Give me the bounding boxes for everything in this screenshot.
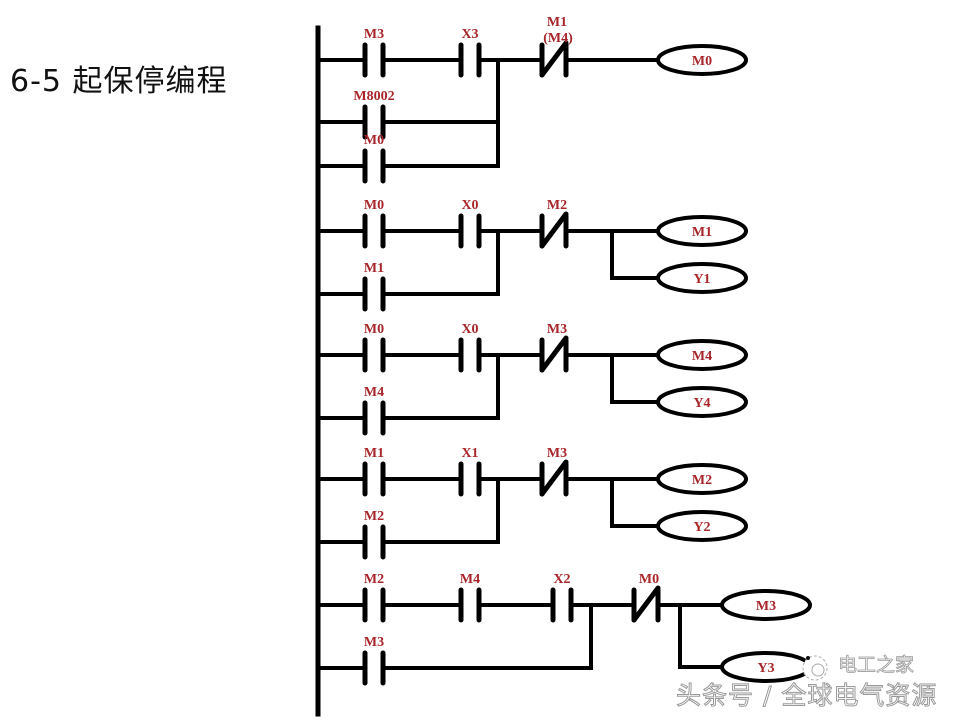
coil-label: Y2 — [693, 520, 710, 535]
no-contact-m1: M1 — [362, 446, 386, 497]
nc-contact-m2: M2 — [539, 198, 569, 249]
coil-m3: M3 — [720, 589, 812, 621]
coil-ellipse — [656, 262, 748, 294]
coil-m1: M1 — [656, 215, 748, 247]
contact-label: X0 — [461, 198, 478, 213]
coil-y4: Y4 — [656, 386, 748, 418]
watermark-logo-icon — [802, 655, 828, 681]
coil-y3: Y3 — [720, 651, 812, 683]
no-contact-m2: M2 — [362, 509, 386, 560]
contact-label: M3 — [364, 635, 384, 650]
contact-label: M0 — [364, 198, 384, 213]
contact-label: X1 — [461, 446, 478, 461]
coil-ellipse — [656, 510, 748, 542]
contact-label: M3 — [364, 27, 384, 42]
nc-contact-m3: M3 — [539, 322, 569, 373]
contact-label: M1 — [547, 15, 567, 30]
nc-contact-m3: M3 — [539, 446, 569, 497]
coil-m4: M4 — [656, 339, 748, 371]
contact-label: X2 — [553, 572, 570, 587]
nc-diagonal — [539, 335, 569, 373]
nc-diagonal — [539, 459, 569, 497]
contact-label: M4 — [364, 385, 384, 400]
contact-label: X0 — [461, 322, 478, 337]
no-contact-m3: M3 — [362, 635, 386, 686]
nc-diagonal — [631, 585, 661, 623]
nc-contact-m1: M1(M4) — [539, 15, 573, 78]
coil-ellipse — [656, 215, 748, 247]
contact-label: M3 — [547, 322, 567, 337]
no-contact-x2: X2 — [550, 572, 574, 623]
nc-contact-m0: M0 — [631, 572, 661, 623]
contact-label: M0 — [639, 572, 659, 587]
contact-label: M8002 — [353, 89, 394, 104]
no-contact-m4: M4 — [458, 572, 482, 623]
contact-label: M1 — [364, 446, 384, 461]
no-contact-x0: X0 — [458, 322, 482, 373]
no-contact-m1: M1 — [362, 261, 386, 312]
coil-ellipse — [656, 339, 748, 371]
contact-label: M3 — [547, 446, 567, 461]
coil-label: M0 — [692, 54, 712, 69]
contact-label: M2 — [364, 509, 384, 524]
contact-label: M1 — [364, 261, 384, 276]
coil-label: Y1 — [693, 272, 710, 287]
coil-label: M3 — [756, 599, 776, 614]
coil-m0: M0 — [656, 44, 748, 76]
no-contact-m8002: M8002 — [353, 89, 395, 140]
coil-label: M1 — [692, 225, 712, 240]
coil-ellipse — [656, 386, 748, 418]
coil-m2: M2 — [656, 463, 748, 495]
contact-label: M2 — [547, 198, 567, 213]
watermark-brand: 电工之家 — [838, 654, 915, 677]
contact-label: M4 — [460, 572, 480, 587]
no-contact-x3: X3 — [458, 27, 482, 78]
contact-label: M0 — [364, 133, 384, 148]
no-contact-x0: X0 — [458, 198, 482, 249]
watermark-caption: 头条号 / 全球电气资源 — [675, 681, 938, 711]
contact-label: M2 — [364, 572, 384, 587]
coil-ellipse — [720, 589, 812, 621]
no-contact-m0: M0 — [362, 133, 386, 184]
no-contact-m2: M2 — [362, 572, 386, 623]
coil-label: Y3 — [757, 661, 774, 676]
coil-y1: Y1 — [656, 262, 748, 294]
no-contact-m3: M3 — [362, 27, 386, 78]
nc-diagonal — [539, 211, 569, 249]
nc-diagonal — [539, 40, 569, 78]
coil-y2: Y2 — [656, 510, 748, 542]
no-contact-m0: M0 — [362, 322, 386, 373]
coil-label: M4 — [692, 349, 712, 364]
no-contact-m0: M0 — [362, 198, 386, 249]
contact-sublabel: (M4) — [543, 31, 573, 46]
coil-label: Y4 — [693, 396, 710, 411]
coil-ellipse — [656, 463, 748, 495]
slide-title: 6-5 起保停编程 — [10, 64, 228, 99]
contact-label: M0 — [364, 322, 384, 337]
coil-ellipse — [656, 44, 748, 76]
no-contact-m4: M4 — [362, 385, 386, 436]
contact-label: X3 — [461, 27, 478, 42]
no-contact-x1: X1 — [458, 446, 482, 497]
coil-label: M2 — [692, 473, 712, 488]
